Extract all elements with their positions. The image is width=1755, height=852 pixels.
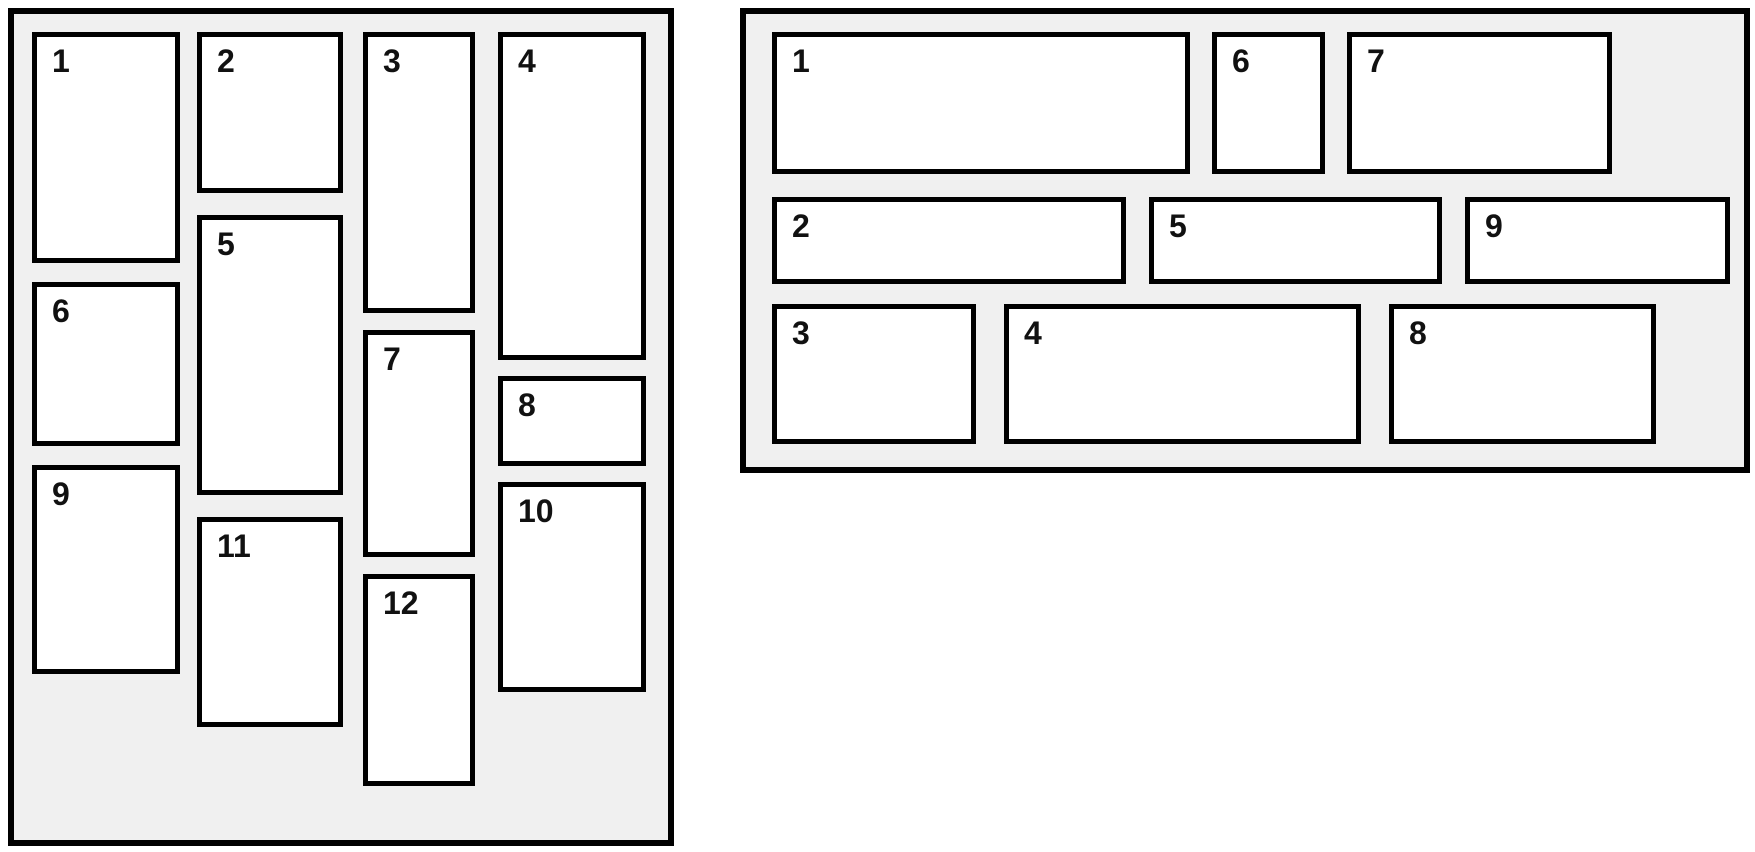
column-masonry-panel: 1 6 9 2 5 11 3 7	[8, 8, 674, 846]
masonry-box: 8	[1389, 304, 1656, 444]
box-number-label: 4	[518, 43, 536, 79]
masonry-box: 3	[772, 304, 976, 444]
box-number-label: 2	[792, 208, 810, 244]
masonry-column-4: 4 8 10	[498, 32, 646, 692]
box-number-label: 7	[1367, 43, 1385, 79]
box-number-label: 9	[1485, 208, 1503, 244]
masonry-row-2: 2 5 9	[772, 197, 1730, 284]
box-number-label: 3	[383, 43, 401, 79]
masonry-box: 6	[1212, 32, 1325, 174]
box-number-label: 7	[383, 341, 401, 377]
masonry-column-3: 3 7 12	[363, 32, 475, 786]
masonry-column-2: 2 5 11	[197, 32, 343, 727]
box-number-label: 5	[217, 226, 235, 262]
masonry-box: 2	[197, 32, 343, 193]
masonry-box: 10	[498, 482, 646, 692]
box-number-label: 3	[792, 315, 810, 351]
box-number-label: 8	[518, 387, 536, 423]
box-number-label: 6	[1232, 43, 1250, 79]
masonry-row-1: 1 6 7	[772, 32, 1612, 174]
box-number-label: 11	[217, 528, 251, 564]
masonry-box: 2	[772, 197, 1126, 284]
masonry-box: 5	[1149, 197, 1442, 284]
masonry-box: 1	[772, 32, 1190, 174]
row-masonry-panel: 1 6 7 2 5 9 3 4	[740, 8, 1750, 473]
box-number-label: 4	[1024, 315, 1042, 351]
box-number-label: 1	[792, 43, 810, 79]
box-number-label: 5	[1169, 208, 1187, 244]
masonry-box: 9	[32, 465, 180, 674]
box-number-label: 10	[518, 493, 554, 529]
box-number-label: 6	[52, 293, 70, 329]
masonry-box: 9	[1465, 197, 1730, 284]
masonry-box: 3	[363, 32, 475, 313]
masonry-box: 12	[363, 574, 475, 786]
masonry-box: 4	[498, 32, 646, 360]
box-number-label: 9	[52, 476, 70, 512]
masonry-box: 4	[1004, 304, 1361, 444]
masonry-box: 7	[1347, 32, 1612, 174]
masonry-box: 11	[197, 517, 343, 727]
box-number-label: 12	[383, 585, 419, 621]
masonry-box: 7	[363, 330, 475, 557]
box-number-label: 2	[217, 43, 235, 79]
box-number-label: 1	[52, 43, 70, 79]
masonry-box: 8	[498, 376, 646, 466]
masonry-row-3: 3 4 8	[772, 304, 1656, 444]
masonry-column-1: 1 6 9	[32, 32, 180, 674]
box-number-label: 8	[1409, 315, 1427, 351]
masonry-box: 1	[32, 32, 180, 263]
masonry-box: 5	[197, 215, 343, 495]
masonry-box: 6	[32, 282, 180, 446]
